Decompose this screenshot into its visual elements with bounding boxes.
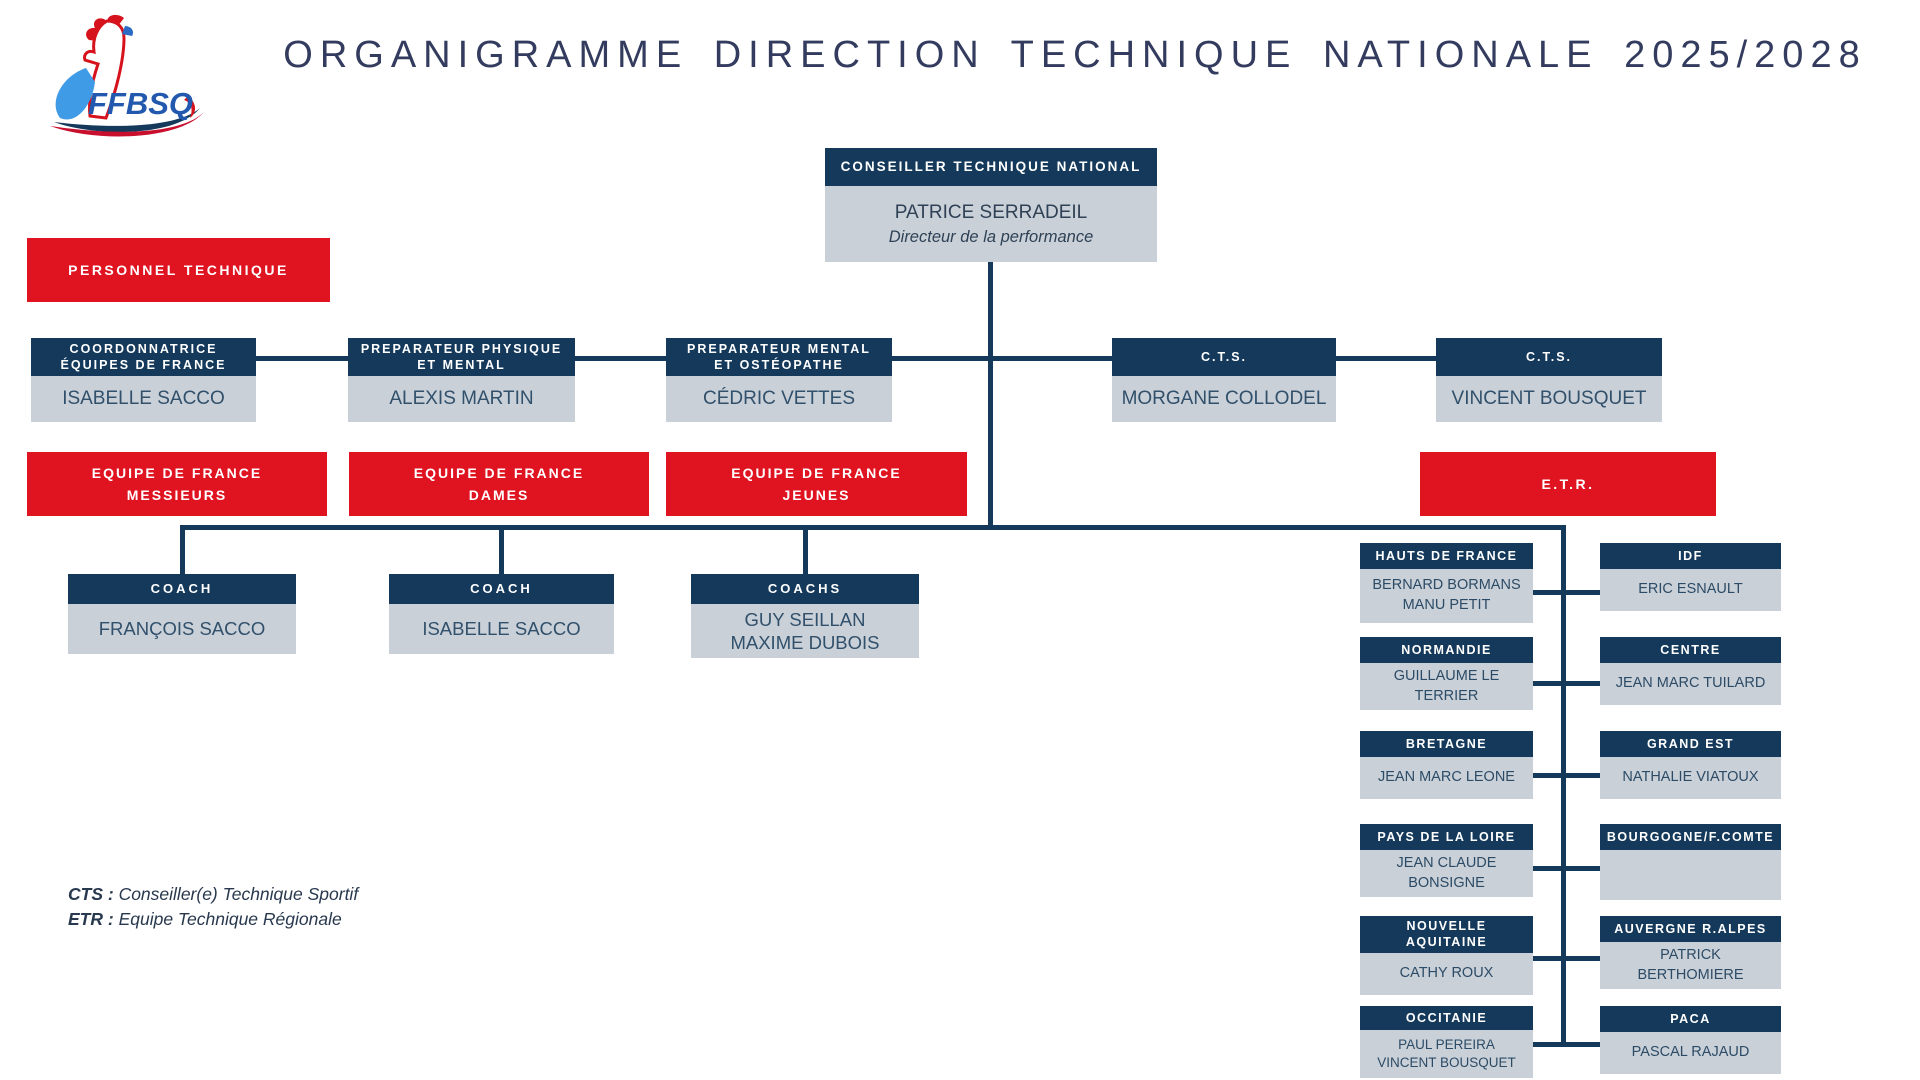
connector-stub-paca (1566, 1042, 1602, 1047)
node-header: COACHS (691, 574, 919, 604)
node-header: NORMANDIE (1360, 637, 1533, 663)
connector-stub-grand-est (1566, 773, 1602, 778)
connector-main-horizontal (180, 525, 1566, 530)
legend-line-cts: CTS : Conseiller(e) Technique Sportif (68, 882, 358, 907)
node-header: BOURGOGNE/F.COMTE (1600, 824, 1781, 850)
node-body: CATHY ROUX (1360, 952, 1533, 995)
node-region-paca: PACA PASCAL RAJAUD (1600, 1006, 1781, 1074)
node-region-grand-est: GRAND EST NATHALIE VIATOUX (1600, 731, 1781, 799)
node-cts-morgane-collodel: C.T.S. MORGANE COLLODEL (1112, 338, 1336, 422)
node-header: PAYS DE LA LOIRE (1360, 824, 1533, 850)
connector-stub-bretagne (1525, 773, 1561, 778)
node-region-occitanie: OCCITANIE PAUL PEREIRA VINCENT BOUSQUET (1360, 1006, 1533, 1078)
node-body: BERNARD BORMANS MANU PETIT (1360, 569, 1533, 623)
node-region-centre: CENTRE JEAN MARC TUILARD (1600, 637, 1781, 705)
connector-etr-spine (1561, 525, 1566, 1047)
node-body: MORGANE COLLODEL (1112, 376, 1336, 422)
connector-root-trunk (988, 259, 993, 530)
label-etr: E.T.R. (1420, 452, 1716, 516)
node-body: ISABELLE SACCO (31, 376, 256, 422)
label-equipe-de-france-messieurs: EQUIPE DE FRANCE MESSIEURS (27, 452, 327, 516)
node-region-pays-de-la-loire: PAYS DE LA LOIRE JEAN CLAUDE BONSIGNE (1360, 824, 1533, 898)
node-header: PACA (1600, 1006, 1781, 1032)
node-body: ERIC ESNAULT (1600, 569, 1781, 611)
node-body: VINCENT BOUSQUET (1436, 376, 1662, 422)
node-body: PASCAL RAJAUD (1600, 1032, 1781, 1074)
node-coachs-jeunes: COACHS GUY SEILLAN MAXIME DUBOIS (691, 574, 919, 659)
connector-stub-normandie (1525, 681, 1561, 686)
connector-stub-auvergne (1566, 956, 1602, 961)
node-body: GUY SEILLAN MAXIME DUBOIS (691, 604, 919, 659)
node-header: COACH (389, 574, 614, 604)
connector-stub-bourgogne (1566, 866, 1602, 871)
node-body: ALEXIS MARTIN (348, 376, 575, 422)
node-body: JEAN MARC TUILARD (1600, 663, 1781, 705)
node-preparateur-physique-mental: PREPARATEUR PHYSIQUE ET MENTAL ALEXIS MA… (348, 338, 575, 422)
connector-drop-coach-1 (180, 525, 185, 574)
node-body: NATHALIE VIATOUX (1600, 757, 1781, 799)
node-header: PREPARATEUR PHYSIQUE ET MENTAL (348, 338, 575, 376)
node-header: PREPARATEUR MENTAL ET OSTÉOPATHE (666, 338, 892, 376)
legend-abbr-etr: ETR : (68, 908, 114, 929)
node-header: CENTRE (1600, 637, 1781, 663)
node-coach-isabelle-sacco: COACH ISABELLE SACCO (389, 574, 614, 654)
node-body: PATRICK BERTHOMIERE (1600, 942, 1781, 990)
connector-drop-coachs (803, 525, 808, 574)
rooster-icon: FFBSQ (50, 14, 204, 137)
node-region-bretagne: BRETAGNE JEAN MARC LEONE (1360, 731, 1533, 799)
node-body: ISABELLE SACCO (389, 604, 614, 654)
node-coordonnatrice-equipes-de-france: COORDONNATRICE ÉQUIPES DE FRANCE ISABELL… (31, 338, 256, 422)
node-header: OCCITANIE (1360, 1006, 1533, 1030)
label-equipe-de-france-jeunes: EQUIPE DE FRANCE JEUNES (666, 452, 967, 516)
node-body: JEAN MARC LEONE (1360, 757, 1533, 799)
node-body (1600, 850, 1781, 900)
node-body: FRANÇOIS SACCO (68, 604, 296, 654)
connector-stub-hauts-de-france (1525, 590, 1561, 595)
node-conseiller-technique-national: CONSEILLER TECHNIQUE NATIONAL PATRICE SE… (825, 148, 1157, 262)
connector-stub-nouvelle-aquitaine (1525, 956, 1561, 961)
node-body: PAUL PEREIRA VINCENT BOUSQUET (1360, 1030, 1533, 1078)
node-region-bourgogne-fcomte: BOURGOGNE/F.COMTE (1600, 824, 1781, 900)
node-header: HAUTS DE FRANCE (1360, 543, 1533, 569)
node-header: BRETAGNE (1360, 731, 1533, 757)
page-title: ORGANIGRAMME DIRECTION TECHNIQUE NATIONA… (283, 34, 1867, 76)
legend-text-etr: Equipe Technique Régionale (113, 908, 342, 929)
node-cts-vincent-bousquet: C.T.S. VINCENT BOUSQUET (1436, 338, 1662, 422)
node-header: GRAND EST (1600, 731, 1781, 757)
legend: CTS : Conseiller(e) Technique Sportif ET… (68, 882, 358, 931)
node-header: COORDONNATRICE ÉQUIPES DE FRANCE (31, 338, 256, 376)
node-body: GUILLAUME LE TERRIER (1360, 663, 1533, 711)
node-body: PATRICE SERRADEIL Directeur de la perfor… (825, 186, 1157, 262)
node-preparateur-mental-osteopathe: PREPARATEUR MENTAL ET OSTÉOPATHE CÉDRIC … (666, 338, 892, 422)
node-header: NOUVELLE AQUITAINE (1360, 916, 1533, 953)
node-header: CONSEILLER TECHNIQUE NATIONAL (825, 148, 1157, 186)
connector-stub-pays-de-la-loire (1525, 866, 1561, 871)
node-region-hauts-de-france: HAUTS DE FRANCE BERNARD BORMANS MANU PET… (1360, 543, 1533, 623)
node-header: C.T.S. (1112, 338, 1336, 376)
node-header: AUVERGNE R.ALPES (1600, 916, 1781, 942)
node-coach-francois-sacco: COACH FRANÇOIS SACCO (68, 574, 296, 654)
node-header: COACH (68, 574, 296, 604)
label-equipe-de-france-dames: EQUIPE DE FRANCE DAMES (349, 452, 649, 516)
node-region-auvergne-ralpes: AUVERGNE R.ALPES PATRICK BERTHOMIERE (1600, 916, 1781, 990)
legend-abbr-cts: CTS : (68, 884, 114, 904)
connector-stub-centre (1566, 681, 1602, 686)
node-header: C.T.S. (1436, 338, 1662, 376)
connector-stub-idf (1566, 590, 1602, 595)
ffbsq-logo: FFBSQ (28, 12, 223, 144)
legend-line-etr: ETR : Equipe Technique Régionale (68, 907, 358, 932)
node-region-nouvelle-aquitaine: NOUVELLE AQUITAINE CATHY ROUX (1360, 916, 1533, 995)
person-name: PATRICE SERRADEIL (894, 201, 1088, 223)
node-region-normandie: NORMANDIE GUILLAUME LE TERRIER (1360, 637, 1533, 711)
svg-text:FFBSQ: FFBSQ (88, 86, 193, 121)
legend-text-cts: Conseiller(e) Technique Sportif (113, 884, 359, 904)
label-personnel-technique: PERSONNEL TECHNIQUE (27, 238, 330, 302)
connector-stub-occitanie (1525, 1042, 1561, 1047)
node-header: IDF (1600, 543, 1781, 569)
person-role: Directeur de la performance (888, 227, 1094, 246)
node-region-idf: IDF ERIC ESNAULT (1600, 543, 1781, 611)
connector-drop-coach-2 (499, 525, 504, 574)
node-body: CÉDRIC VETTES (666, 376, 892, 422)
node-body: JEAN CLAUDE BONSIGNE (1360, 850, 1533, 898)
